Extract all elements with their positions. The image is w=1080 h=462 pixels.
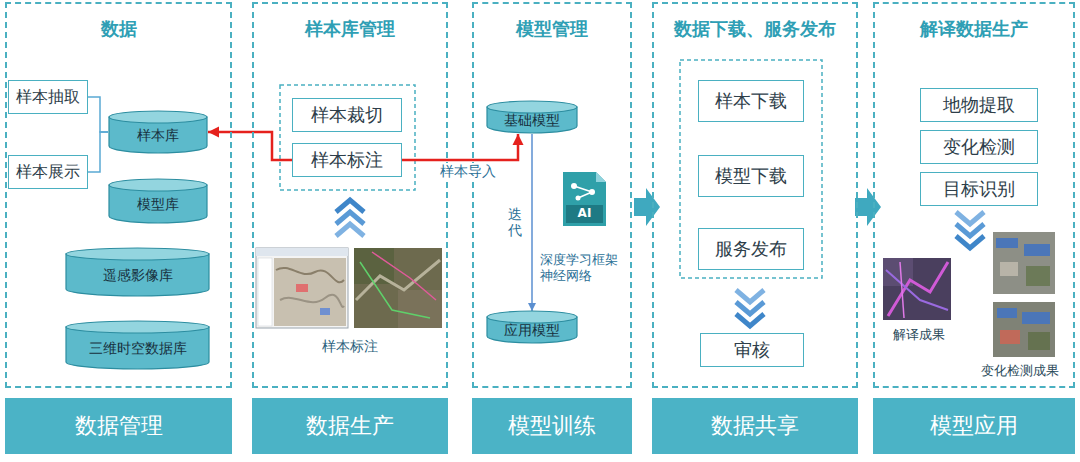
node-text: 模型应用 [930, 411, 1018, 441]
node-text: 服务发布 [715, 237, 787, 261]
process-box: 样本标注 [292, 143, 402, 177]
group-outline [680, 60, 822, 278]
process-box: 地物提取 [920, 88, 1038, 122]
connector [402, 134, 524, 160]
note-text: 深度学习框架 神经网络 [540, 252, 628, 285]
node-text: 基础模型 [504, 112, 560, 130]
database-cylinder: 样本库 [108, 110, 208, 154]
down-chevrons [956, 212, 984, 248]
stage-bar: 数据生产 [252, 398, 448, 454]
caption-text: 变化检测成果 [972, 363, 1068, 379]
connector [88, 132, 108, 172]
panel-heading: 样本库管理 [254, 17, 446, 41]
interpretation-image [883, 258, 951, 320]
node-text: 变化检测 [943, 135, 1015, 159]
node-text: 样本下载 [715, 89, 787, 113]
node-text: 审核 [734, 338, 770, 362]
process-box: 模型下载 [698, 155, 804, 197]
node-text: 目标识别 [943, 177, 1015, 201]
stage-bar: 模型应用 [873, 398, 1075, 454]
connector [88, 97, 108, 132]
connector [528, 134, 536, 311]
flow-arrow [855, 188, 881, 226]
panel-heading: 模型管理 [474, 17, 630, 41]
database-cylinder: 三维时空数据库 [65, 320, 210, 370]
node-text: 数据生产 [306, 411, 394, 441]
stage-bar: 模型训练 [472, 398, 632, 454]
node-text: 模型训练 [508, 411, 596, 441]
node-text: 地物提取 [943, 93, 1015, 117]
node-text: 样本抽取 [16, 87, 80, 108]
icon-text: AI [566, 206, 603, 221]
node-text: 三维时空数据库 [89, 340, 187, 358]
connector [208, 127, 292, 161]
caption-text: 解译成果 [881, 327, 957, 343]
node-text: 样本标注 [311, 148, 383, 172]
change-detection-image [993, 232, 1055, 357]
software-screenshot [256, 248, 348, 328]
down-chevrons [736, 290, 764, 326]
node-text: 数据管理 [75, 411, 163, 441]
panel-heading: 数据下载、服务发布 [654, 17, 856, 41]
database-cylinder: 遥感影像库 [65, 247, 210, 297]
database-cylinder: 基础模型 [486, 100, 578, 134]
database-cylinder: 模型库 [108, 178, 208, 224]
node-text: 样本裁切 [311, 103, 383, 127]
process-box: 样本抽取 [8, 80, 88, 114]
node-text: 模型库 [137, 196, 179, 214]
group-outline [280, 85, 415, 190]
node-text: 样本展示 [16, 162, 80, 183]
panel-heading: 解译数据生产 [875, 17, 1073, 41]
panel-column: 模型管理基础模型应用模型 [472, 2, 632, 388]
process-box: 目标识别 [920, 172, 1038, 206]
panel-column: 样本库管理样本裁切样本标注 [252, 2, 448, 388]
flow-arrow [634, 188, 660, 226]
annotated-satellite-image [354, 248, 442, 328]
panel-heading: 数据 [7, 17, 230, 41]
database-cylinder: 应用模型 [486, 310, 578, 344]
process-box: 变化检测 [920, 130, 1038, 164]
process-box: 样本展示 [8, 155, 88, 189]
node-text: 模型下载 [715, 164, 787, 188]
ai-icon [563, 172, 606, 226]
node-text: 遥感影像库 [103, 267, 173, 285]
stage-bar: 数据共享 [652, 398, 858, 454]
panel-column: 数据样本抽取样本展示 样本库模型库遥感影像库三维时空数据库 [5, 2, 232, 388]
stage-bar: 数据管理 [5, 398, 232, 454]
node-text: 数据共享 [711, 411, 799, 441]
connector-label: 迭代 [508, 206, 522, 239]
process-box: 服务发布 [698, 228, 804, 270]
panel-column: 数据下载、服务发布样本下载模型下载服务发布审核 [652, 2, 858, 388]
process-box: 样本裁切 [292, 98, 402, 132]
node-text: 应用模型 [504, 322, 560, 340]
process-box: 审核 [700, 333, 804, 367]
node-text: 样本库 [137, 127, 179, 145]
caption-text: 样本标注 [305, 338, 395, 356]
process-box: 样本下载 [698, 80, 804, 122]
connector-label: 样本导入 [438, 163, 498, 181]
up-chevrons [336, 200, 364, 236]
